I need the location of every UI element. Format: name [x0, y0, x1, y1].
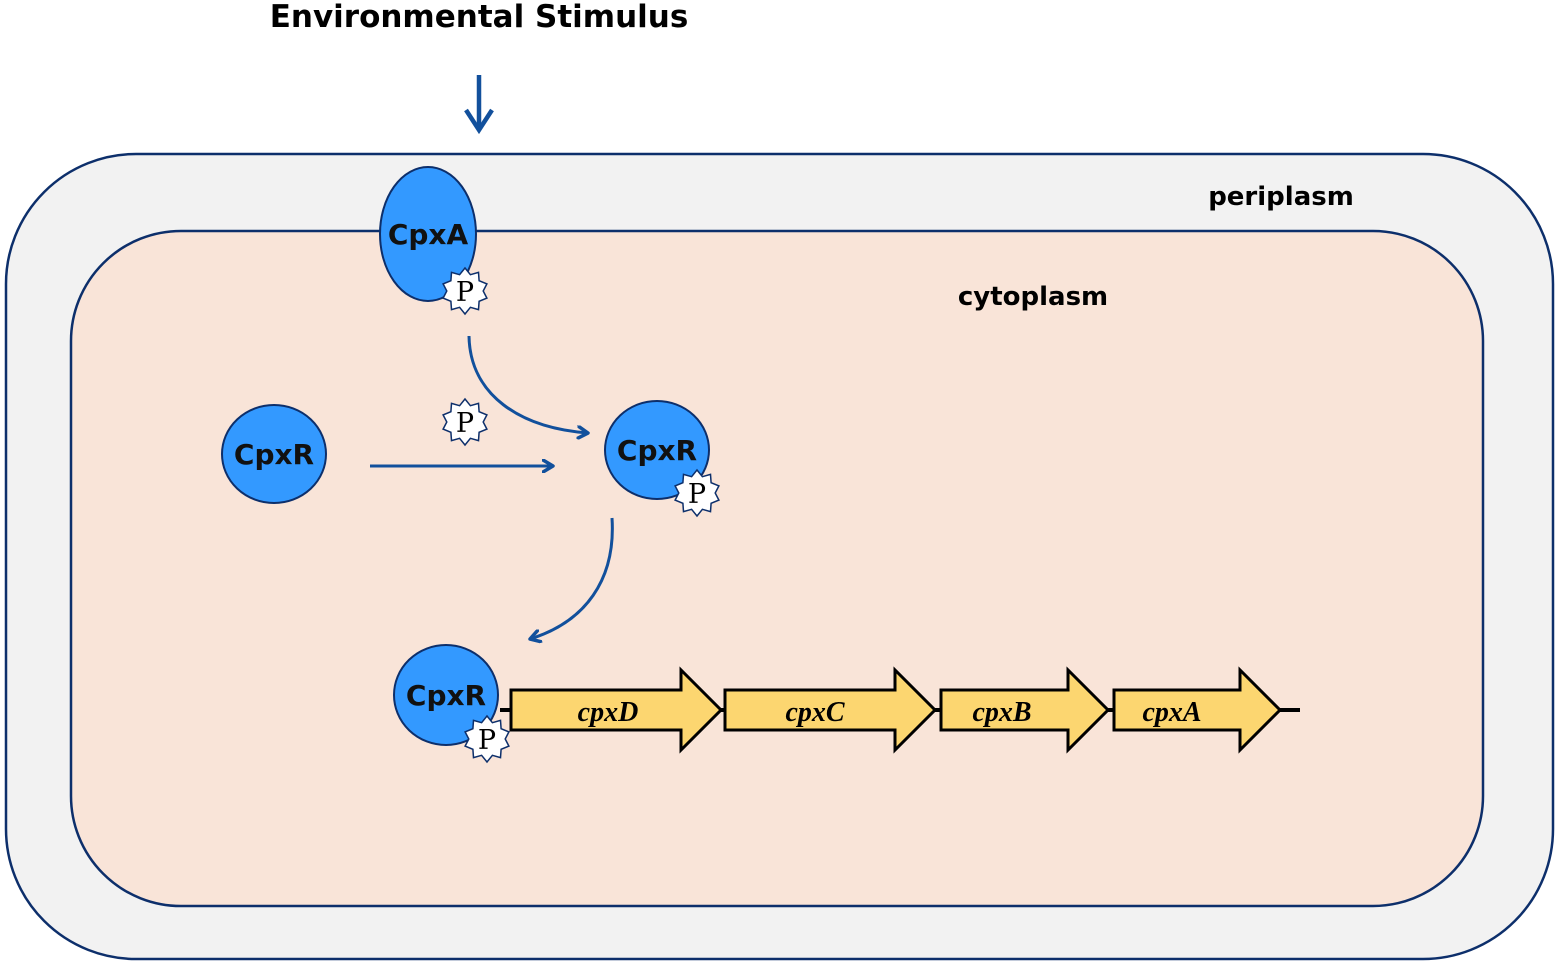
gene-cpxd: cpxD	[509, 666, 724, 754]
cpxr-phosphorylated-label: CpxR	[617, 434, 697, 467]
cpxr-free-protein: CpxR	[221, 404, 327, 504]
cpxa-label: CpxA	[388, 218, 469, 251]
cpxr-bound-protein: CpxR	[393, 644, 499, 746]
cpxr-bound-phosphate-label: P	[478, 725, 496, 756]
stimulus-arrow-icon	[464, 75, 494, 135]
gene-cpxb-label: cpxB	[972, 697, 1031, 728]
gene-cpxd-label: cpxD	[578, 697, 639, 728]
free-phosphate-label: P	[456, 408, 474, 439]
phosphotransfer-arrow	[467, 335, 588, 433]
gene-cpxb: cpxB	[939, 666, 1111, 754]
cpxa-phosphate-icon: P	[442, 267, 488, 315]
gene-cpxa: cpxA	[1112, 666, 1283, 754]
cpxr-free-label: CpxR	[234, 438, 314, 471]
periplasm-label: periplasm	[1208, 182, 1354, 212]
cpxa-sensor-protein: CpxA	[379, 166, 477, 302]
gene-cpxa-label: cpxA	[1142, 697, 1201, 728]
gene-cpxc-label: cpxC	[785, 697, 844, 728]
cytoplasm-label: cytoplasm	[958, 282, 1108, 312]
binding-arrow	[530, 517, 614, 639]
free-phosphate-icon: P	[442, 398, 488, 446]
cpxr-bound-label: CpxR	[406, 679, 486, 712]
cpxa-phosphate-label: P	[456, 277, 474, 308]
diagram-title: Environmental Stimulus	[270, 0, 689, 35]
cpxr-bound-phosphate-icon: P	[464, 715, 510, 763]
cpxr-phosphate-label: P	[688, 479, 706, 510]
cpxr-phosphate-icon: P	[674, 469, 720, 517]
gene-cpxc: cpxC	[723, 666, 938, 754]
cytoplasm-compartment	[69, 229, 1485, 908]
